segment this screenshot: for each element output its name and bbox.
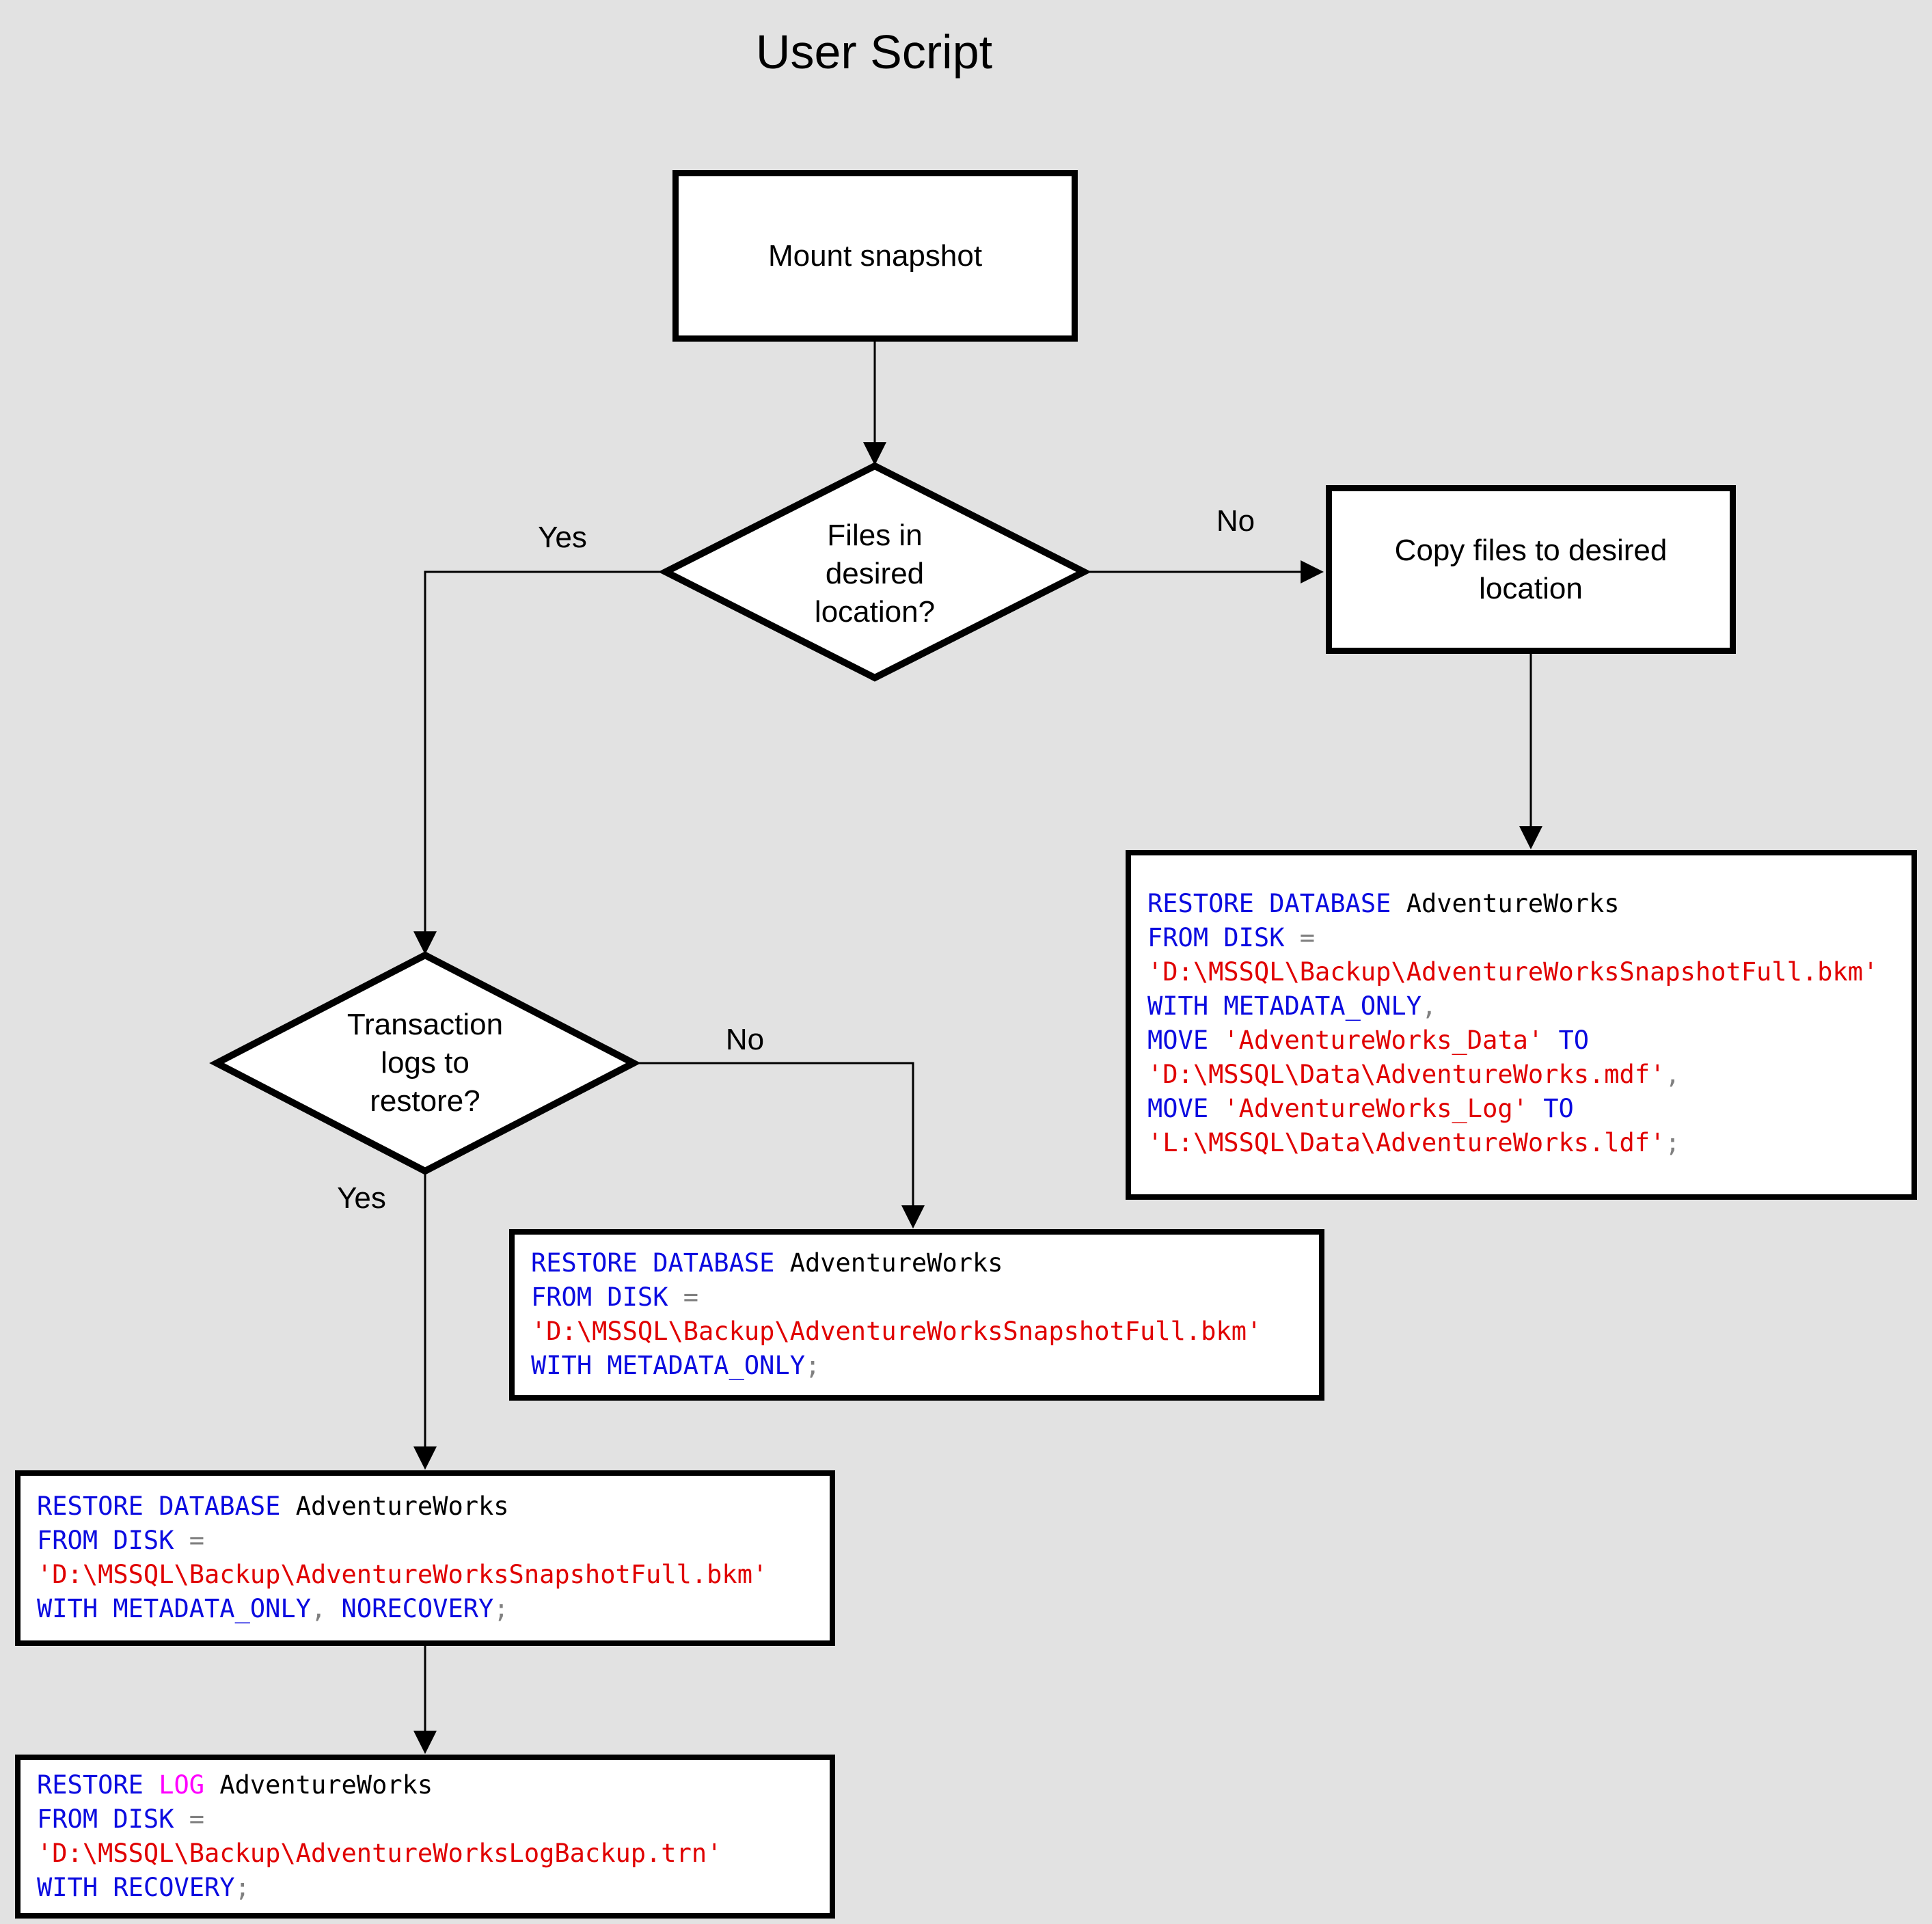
code-token: RESTORE (37, 1770, 159, 1800)
code-token: , (1665, 1060, 1681, 1089)
edge-label-logs-no: No (725, 1023, 765, 1056)
code-token: TO (1558, 1026, 1590, 1055)
edge-label-files-no: No (1216, 504, 1255, 538)
code-token: 'AdventureWorks_Log' (1223, 1094, 1528, 1123)
code-line: 'D:\MSSQL\Data\AdventureWorks.mdf', (1147, 1058, 1895, 1092)
code-line: 'D:\MSSQL\Backup\AdventureWorksSnapshotF… (1147, 955, 1895, 989)
code-line: WITH METADATA_ONLY, NORECOVERY; (37, 1592, 813, 1626)
code-line: FROM DISK = (37, 1524, 813, 1558)
code-line: WITH METADATA_ONLY; (531, 1349, 1303, 1383)
code-line: RESTORE DATABASE AdventureWorks (1147, 887, 1895, 921)
code-line: RESTORE LOG AdventureWorks (37, 1768, 813, 1802)
code-line: MOVE 'AdventureWorks_Data' TO (1147, 1023, 1895, 1058)
edge-label-logs-yes: Yes (337, 1181, 386, 1215)
code-token: ; (234, 1873, 250, 1902)
code-token: RESTORE DATABASE (531, 1248, 790, 1278)
code-token: 'D:\MSSQL\Data\AdventureWorks.mdf' (1147, 1060, 1665, 1089)
code-line: WITH METADATA_ONLY, (1147, 989, 1895, 1023)
code-token (1528, 1094, 1543, 1123)
edge-logs-no-to-restore-metadata (634, 1062, 925, 1229)
code-token: TO (1543, 1094, 1574, 1123)
code-token: 'L:\MSSQL\Data\AdventureWorks.ldf' (1147, 1128, 1665, 1157)
code-token: FROM DISK (37, 1804, 189, 1834)
code-token: AdventureWorks (295, 1492, 509, 1521)
edge-label-files-yes: Yes (538, 521, 587, 554)
code-line: 'L:\MSSQL\Data\AdventureWorks.ldf'; (1147, 1126, 1895, 1160)
node-files-decision-label: Files in desired location? (814, 519, 936, 629)
code-token: WITH METADATA_ONLY (531, 1351, 805, 1380)
code-line: RESTORE DATABASE AdventureWorks (37, 1489, 813, 1524)
node-mount-snapshot-label: Mount snapshot (767, 238, 983, 273)
code-token: ; (493, 1594, 509, 1623)
code-token: = (1299, 923, 1316, 952)
code-token: 'D:\MSSQL\Backup\AdventureWorksSnapshotF… (37, 1560, 768, 1589)
logs-decision-diamond (209, 951, 641, 1175)
code-line: FROM DISK = (1147, 921, 1895, 955)
code-line: MOVE 'AdventureWorks_Log' TO (1147, 1092, 1895, 1126)
node-copy-files: Copy files to desired location (1326, 485, 1736, 654)
code-line: WITH RECOVERY; (37, 1871, 813, 1905)
code-token: RESTORE DATABASE (37, 1492, 296, 1521)
code-token: 'D:\MSSQL\Backup\AdventureWorksSnapshotF… (531, 1317, 1262, 1346)
files-decision-diamond (657, 462, 1092, 682)
code-token: ; (1665, 1128, 1681, 1157)
page-title: User Script (755, 25, 993, 79)
code-token: 'D:\MSSQL\Backup\AdventureWorksSnapshotF… (1147, 957, 1879, 987)
code-line: FROM DISK = (531, 1280, 1303, 1315)
code-token: AdventureWorks (219, 1770, 433, 1800)
code-token: WITH METADATA_ONLY (37, 1594, 311, 1623)
code-token: = (683, 1282, 699, 1312)
node-logs-decision-label: Transaction logs to restore? (346, 1008, 504, 1118)
code-token: ; (804, 1351, 821, 1380)
code-token: FROM DISK (37, 1526, 189, 1555)
code-token (1543, 1026, 1558, 1055)
code-token: FROM DISK (1147, 923, 1300, 952)
code-line: 'D:\MSSQL\Backup\AdventureWorksSnapshotF… (531, 1315, 1303, 1349)
code-line: 'D:\MSSQL\Backup\AdventureWorksLogBackup… (37, 1837, 813, 1871)
node-copy-files-label: Copy files to desired location (1394, 533, 1668, 605)
code-line: 'D:\MSSQL\Backup\AdventureWorksSnapshotF… (37, 1558, 813, 1592)
code-token: MOVE (1147, 1026, 1224, 1055)
code-line: FROM DISK = (37, 1802, 813, 1837)
code-token: AdventureWorks (789, 1248, 1003, 1278)
edge-files-yes-to-logs-decision (413, 571, 666, 955)
code-token: 'D:\MSSQL\Backup\AdventureWorksLogBackup… (37, 1839, 722, 1868)
code-line: RESTORE DATABASE AdventureWorks (531, 1246, 1303, 1280)
code-token: FROM DISK (531, 1282, 683, 1312)
code-token: = (189, 1526, 205, 1555)
code-token: NORECOVERY (341, 1594, 494, 1623)
code-token: AdventureWorks (1406, 889, 1620, 918)
code-token: LOG (159, 1770, 220, 1800)
node-mount-snapshot: Mount snapshot (672, 170, 1078, 342)
code-token: , (1421, 991, 1437, 1021)
code-token: 'AdventureWorks_Data' (1223, 1026, 1544, 1055)
code-token: MOVE (1147, 1094, 1224, 1123)
code-token: = (189, 1804, 205, 1834)
code-token: , (310, 1594, 342, 1623)
code-token: WITH METADATA_ONLY (1147, 991, 1421, 1021)
code-token: WITH RECOVERY (37, 1873, 235, 1902)
code-token: RESTORE DATABASE (1147, 889, 1406, 918)
